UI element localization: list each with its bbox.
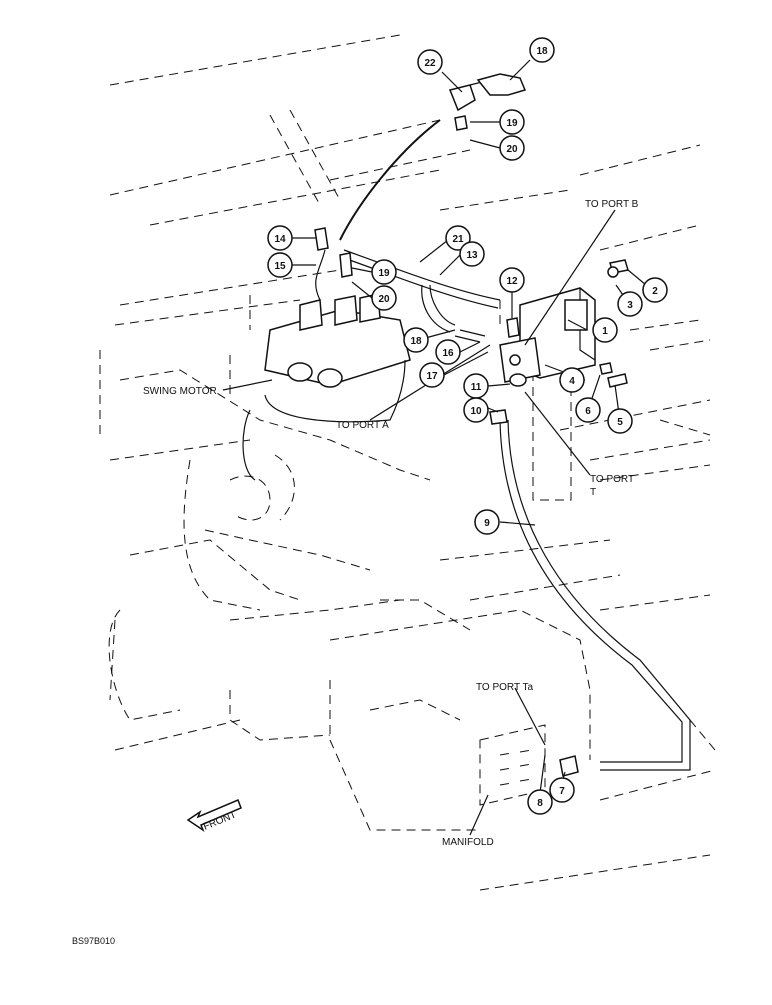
callout-19b: 19 xyxy=(371,259,397,285)
callout-19a: 19 xyxy=(499,109,525,135)
callout-19b-text: 19 xyxy=(378,268,390,279)
callout-10-text: 10 xyxy=(470,406,482,417)
callout-6-text: 6 xyxy=(585,406,591,417)
callouts: 22 18 19 20 14 15 19 20 21 13 12 18 16 1… xyxy=(267,37,668,815)
label-to-port-ta: TO PORT Ta xyxy=(476,682,533,693)
callout-15: 15 xyxy=(267,252,293,278)
callout-3-text: 3 xyxy=(627,300,633,311)
callout-22-text: 22 xyxy=(424,58,436,69)
callout-6: 6 xyxy=(575,397,601,423)
callout-10: 10 xyxy=(463,397,489,423)
callout-11: 11 xyxy=(463,373,489,399)
label-to-port-t-2: T xyxy=(590,487,596,498)
callout-4: 4 xyxy=(559,367,585,393)
callout-8: 8 xyxy=(527,789,553,815)
callout-19a-text: 19 xyxy=(506,118,518,129)
callout-21-text: 21 xyxy=(452,234,464,245)
leader-lines xyxy=(222,59,653,836)
swing-motor xyxy=(242,293,411,481)
callout-18a: 18 xyxy=(529,37,555,63)
callout-18b-text: 18 xyxy=(410,336,422,347)
manifold-phantom xyxy=(479,724,546,806)
callout-7: 7 xyxy=(549,777,575,803)
callout-17-text: 17 xyxy=(426,371,438,382)
label-swing-motor: SWING MOTOR xyxy=(143,386,217,397)
callout-7-text: 7 xyxy=(559,786,565,797)
callout-1-text: 1 xyxy=(602,326,608,337)
callout-11-text: 11 xyxy=(471,382,482,393)
callout-22: 22 xyxy=(417,49,443,75)
callout-20b: 20 xyxy=(371,285,397,311)
valve-and-bracket xyxy=(499,259,629,388)
callout-2: 2 xyxy=(642,277,668,303)
callout-12: 12 xyxy=(499,267,525,293)
callout-17: 17 xyxy=(419,362,445,388)
callout-15-text: 15 xyxy=(274,261,286,272)
callout-8-text: 8 xyxy=(537,798,543,809)
callout-18a-text: 18 xyxy=(536,46,548,57)
callout-3: 3 xyxy=(617,291,643,317)
callout-16-text: 16 xyxy=(442,348,454,359)
text-labels: TO PORT B SWING MOTOR TO PORT A TO PORT … xyxy=(72,199,639,946)
label-to-port-a: TO PORT A xyxy=(336,420,389,431)
figure-code: BS97B010 xyxy=(72,936,115,946)
frame-phantom-lines xyxy=(99,34,716,891)
label-manifold: MANIFOLD xyxy=(442,837,494,848)
callout-9-text: 9 xyxy=(484,518,490,529)
callout-16: 16 xyxy=(435,339,461,365)
callout-14: 14 xyxy=(267,225,293,251)
callout-20a-text: 20 xyxy=(506,144,518,155)
callout-9: 9 xyxy=(474,509,500,535)
front-arrow: FRONT xyxy=(186,799,242,833)
callout-12-text: 12 xyxy=(506,276,518,287)
hoses xyxy=(314,73,691,777)
label-to-port-b: TO PORT B xyxy=(585,199,639,210)
callout-20a: 20 xyxy=(499,135,525,161)
callout-13: 13 xyxy=(459,241,485,267)
callout-21: 21 xyxy=(445,225,471,251)
label-to-port-t-1: TO PORT xyxy=(590,474,634,485)
callout-5: 5 xyxy=(607,408,633,434)
callout-2-text: 2 xyxy=(652,286,658,297)
callout-14-text: 14 xyxy=(274,234,286,245)
callout-18b: 18 xyxy=(403,327,429,353)
callout-5-text: 5 xyxy=(617,417,623,428)
callout-13-text: 13 xyxy=(466,250,478,261)
callout-20b-text: 20 xyxy=(378,294,390,305)
callout-4-text: 4 xyxy=(569,376,575,387)
callout-1: 1 xyxy=(592,317,618,343)
